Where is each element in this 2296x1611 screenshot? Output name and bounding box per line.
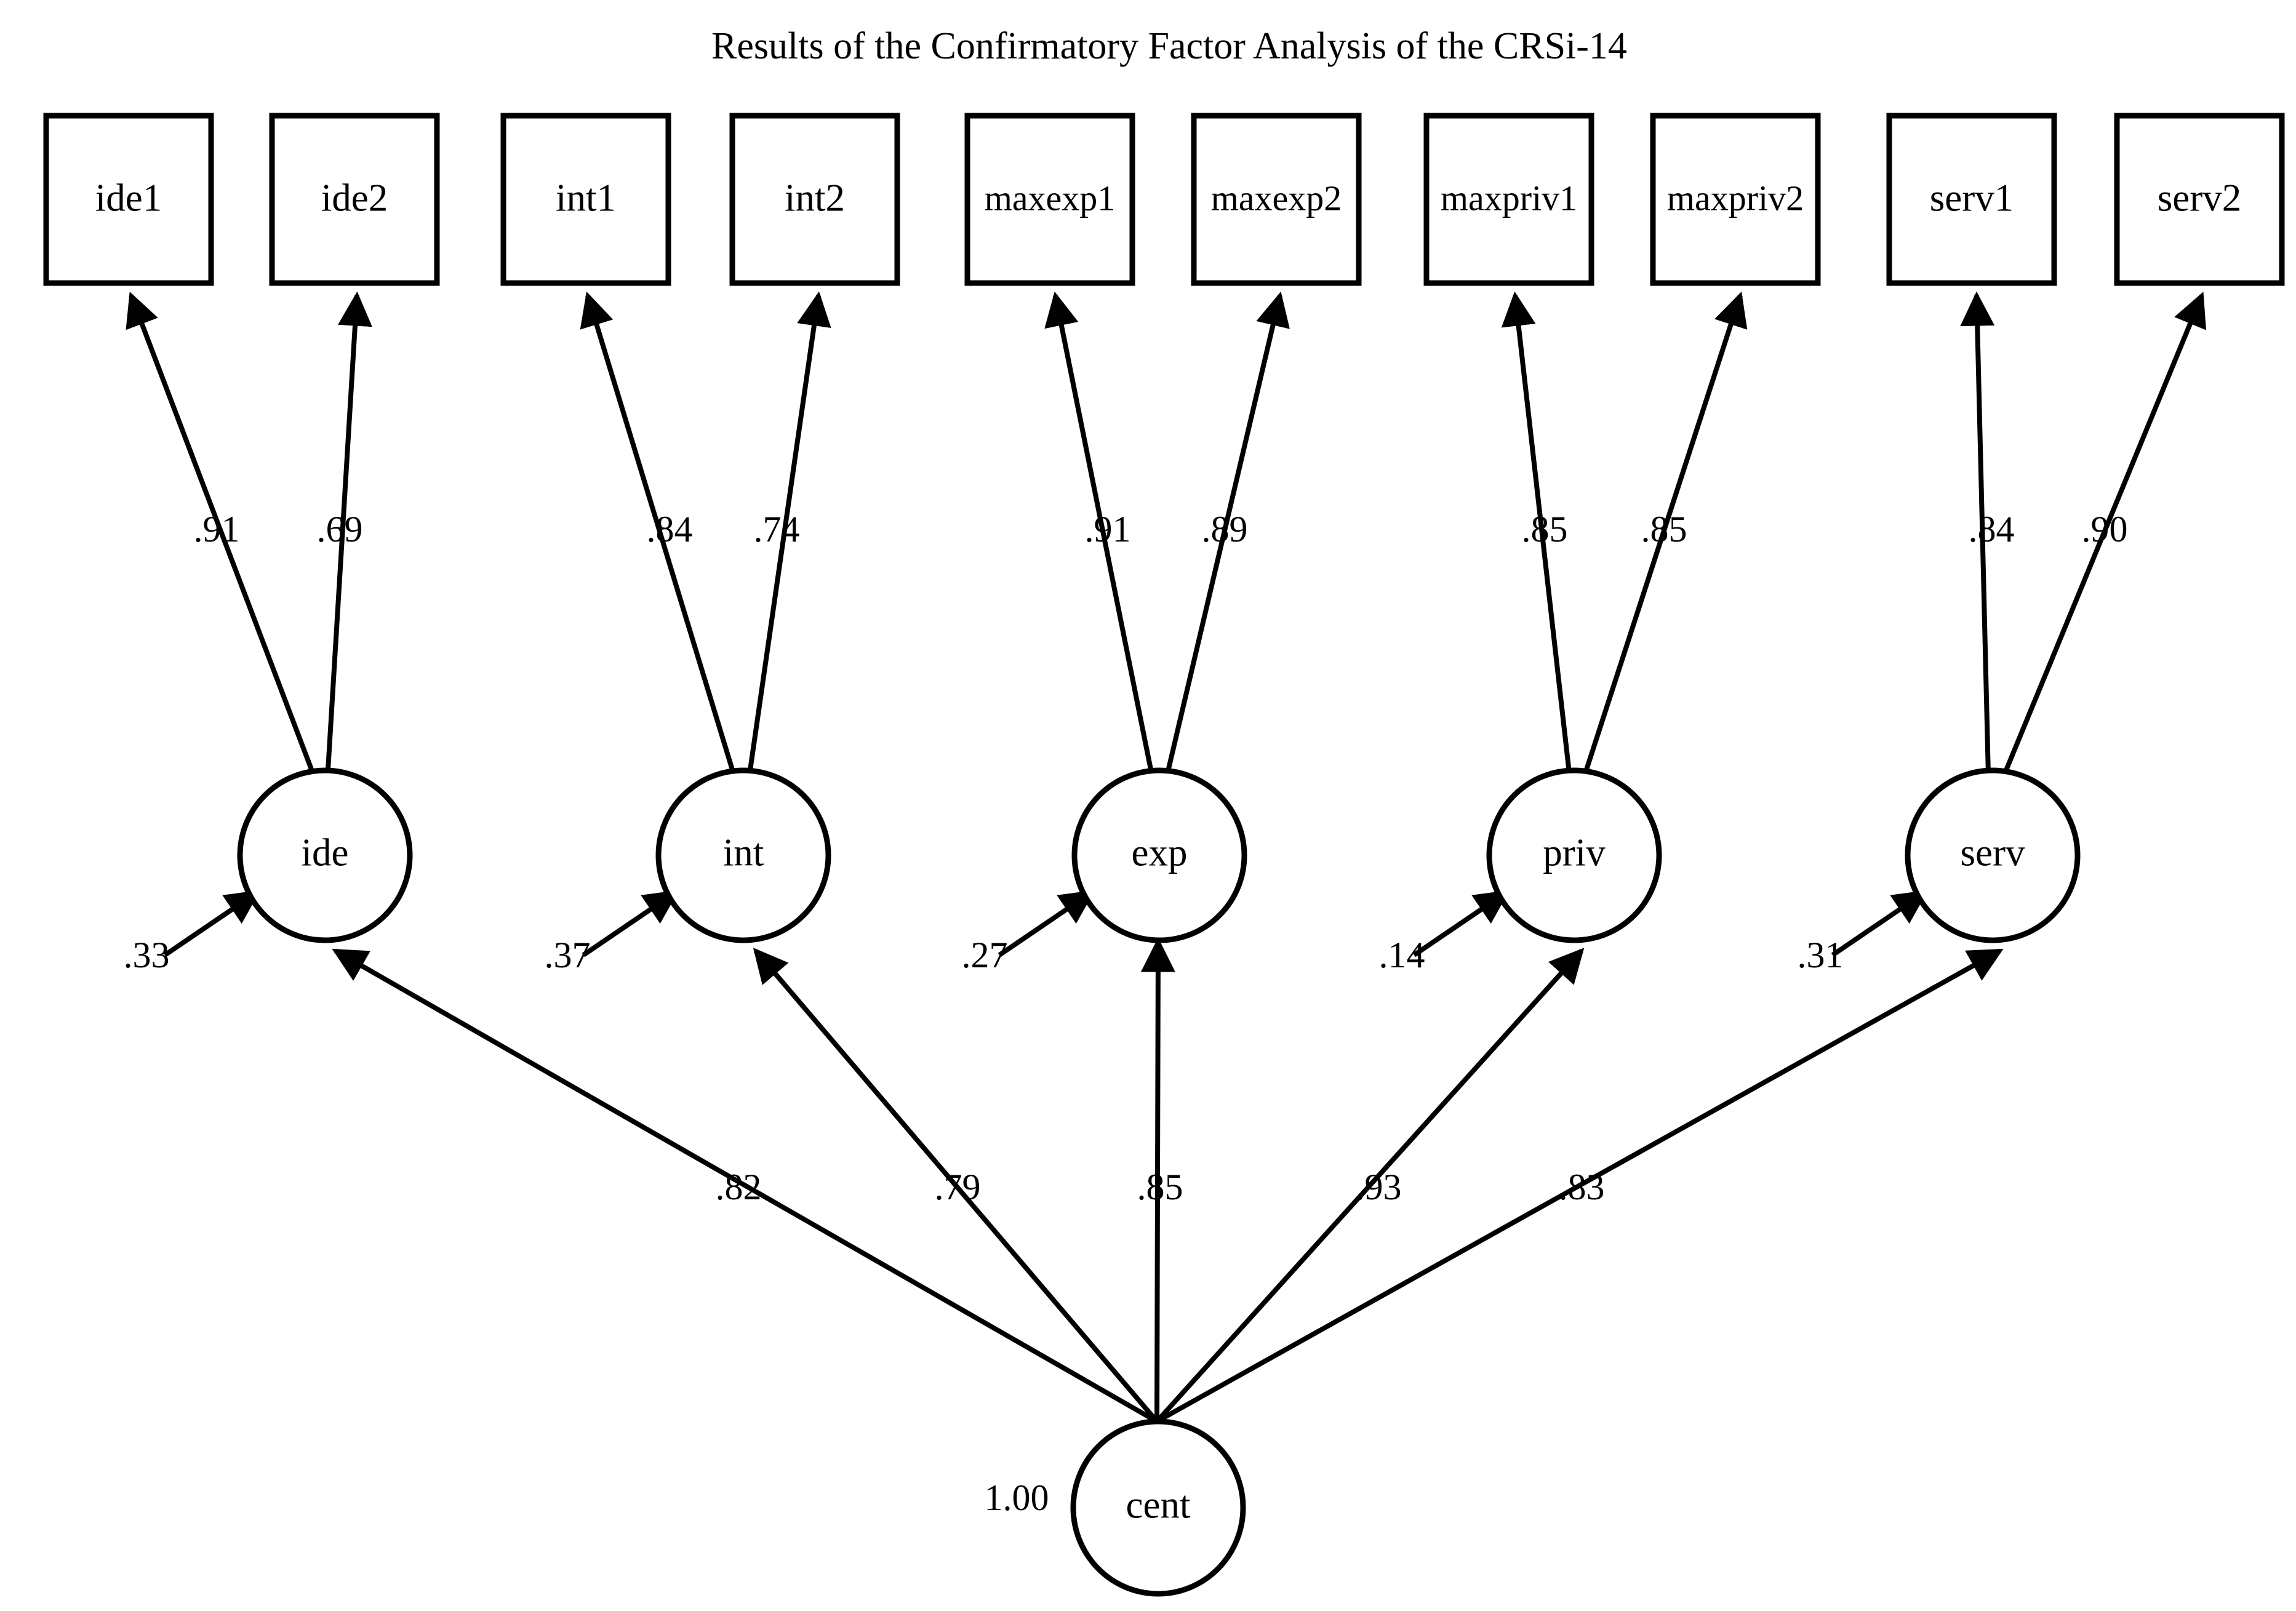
path-label-priv: .93: [1356, 1167, 1402, 1207]
residual-arrow-serv: [1831, 890, 1929, 957]
latent-circle-priv-label: priv: [1543, 831, 1606, 874]
observed-box-ide2-label: ide2: [321, 176, 388, 219]
latent-circle-int-label: int: [723, 831, 764, 874]
loading-label-serv1: .84: [1969, 509, 2015, 550]
loading-arrow-ide-ide1: [126, 292, 326, 801]
second-order-factor-cent[interactable]: cent: [1070, 1418, 1246, 1597]
observed-box-ide2[interactable]: ide2: [269, 113, 440, 286]
observed-box-int1[interactable]: int1: [500, 113, 671, 286]
observed-box-maxexp1-label: maxexp1: [985, 178, 1116, 218]
cent-variance-label: 1.00: [985, 1477, 1049, 1518]
latent-circle-exp[interactable]: exp: [1071, 767, 1247, 943]
loading-label-serv2: .90: [2082, 509, 2128, 550]
path-label-int: .79: [935, 1167, 981, 1207]
factor-loading-arrows: [126, 291, 2206, 801]
observed-box-maxexp1[interactable]: maxexp1: [964, 113, 1135, 286]
loading-label-maxexp2: .89: [1202, 509, 1248, 550]
loading-arrow-serv-serv2: [1991, 292, 2206, 801]
residual-arrows: [163, 890, 1929, 957]
latent-circle-priv[interactable]: priv: [1486, 767, 1662, 943]
loading-label-maxpriv1: .85: [1522, 509, 1568, 550]
loading-label-maxexp1: .91: [1085, 509, 1131, 550]
structural-arrow-cent-int: [753, 948, 1159, 1423]
factor-loading-labels: .91 .69 .84 .74 .91 .89 .85 .85 .84 .90: [194, 509, 2128, 550]
observed-box-serv2[interactable]: serv2: [2114, 113, 2285, 286]
latent-circle-int[interactable]: int: [655, 767, 831, 943]
figure-title: Results of the Confirmatory Factor Analy…: [711, 25, 1627, 67]
loading-label-maxpriv2: .85: [1641, 509, 1687, 550]
structural-arrow-cent-priv: [1155, 948, 1585, 1423]
loading-label-ide1: .91: [194, 509, 240, 550]
structural-path-labels: .82 .79 .85 .93 .83: [716, 1167, 1605, 1207]
observed-box-serv2-label: serv2: [2158, 176, 2241, 219]
observed-box-serv1-label: serv1: [1930, 176, 2014, 219]
loading-label-int1: .84: [647, 509, 693, 550]
residual-label-int: .37: [545, 935, 591, 975]
latent-factor-circles: ide int exp priv serv: [237, 767, 2081, 943]
observed-box-maxpriv2[interactable]: maxpriv2: [1650, 113, 1821, 286]
observed-box-maxpriv1[interactable]: maxpriv1: [1423, 113, 1594, 286]
loading-arrow-ide-ide2: [324, 291, 372, 801]
loading-label-int2: .74: [754, 509, 800, 550]
loading-arrow-int-int2: [743, 291, 831, 801]
observed-variable-boxes: ide1 ide2 int1 int2 maxexp1 maxexp2: [43, 113, 2285, 286]
structural-arrow-cent-serv: [1156, 948, 2004, 1424]
residual-label-serv: .31: [1798, 935, 1844, 975]
observed-box-maxexp2-label: maxexp2: [1211, 178, 1342, 218]
structural-arrow-cent-ide: [332, 948, 1158, 1424]
residual-label-priv: .14: [1379, 935, 1425, 975]
structural-path-arrows: [332, 937, 2004, 1424]
loading-label-ide2: .69: [317, 509, 363, 550]
residual-label-exp: .27: [962, 935, 1008, 975]
observed-box-maxexp2[interactable]: maxexp2: [1191, 113, 1362, 286]
latent-circle-serv[interactable]: serv: [1905, 767, 2081, 943]
latent-circle-ide[interactable]: ide: [237, 767, 413, 943]
loading-arrow-serv-serv1: [1960, 291, 1995, 801]
loading-arrow-priv-maxpriv2: [1574, 291, 1748, 801]
loading-arrow-priv-maxpriv1: [1501, 291, 1575, 801]
path-label-serv: .83: [1559, 1167, 1605, 1207]
residual-arrow-ide: [163, 890, 261, 957]
residual-arrow-exp: [998, 890, 1095, 957]
residual-variance-labels: .33 .37 .27 .14 .31: [124, 935, 1844, 975]
observed-box-serv1[interactable]: serv1: [1886, 113, 2057, 286]
structural-arrow-cent-exp: [1140, 937, 1175, 1422]
latent-circle-serv-label: serv: [1961, 831, 2025, 874]
observed-box-maxpriv1-label: maxpriv1: [1441, 178, 1577, 218]
observed-box-int2[interactable]: int2: [729, 113, 900, 286]
loading-arrow-exp-maxexp1: [1044, 291, 1159, 801]
loading-arrow-exp-maxexp2: [1159, 291, 1290, 801]
path-label-exp: .85: [1137, 1167, 1183, 1207]
observed-box-int1-label: int1: [556, 176, 616, 219]
loading-arrow-int-int1: [580, 291, 744, 801]
observed-box-ide1[interactable]: ide1: [43, 113, 214, 286]
path-label-ide: .82: [716, 1167, 762, 1207]
observed-box-int2-label: int2: [785, 176, 845, 219]
latent-circle-ide-label: ide: [302, 831, 349, 874]
observed-box-ide1-label: ide1: [95, 176, 162, 219]
second-order-factor-cent-label: cent: [1126, 1483, 1191, 1526]
latent-circle-exp-label: exp: [1132, 831, 1188, 874]
observed-box-maxpriv2-label: maxpriv2: [1667, 178, 1804, 218]
residual-label-ide: .33: [124, 935, 170, 975]
residual-arrow-int: [582, 890, 679, 957]
residual-arrow-priv: [1412, 890, 1510, 957]
